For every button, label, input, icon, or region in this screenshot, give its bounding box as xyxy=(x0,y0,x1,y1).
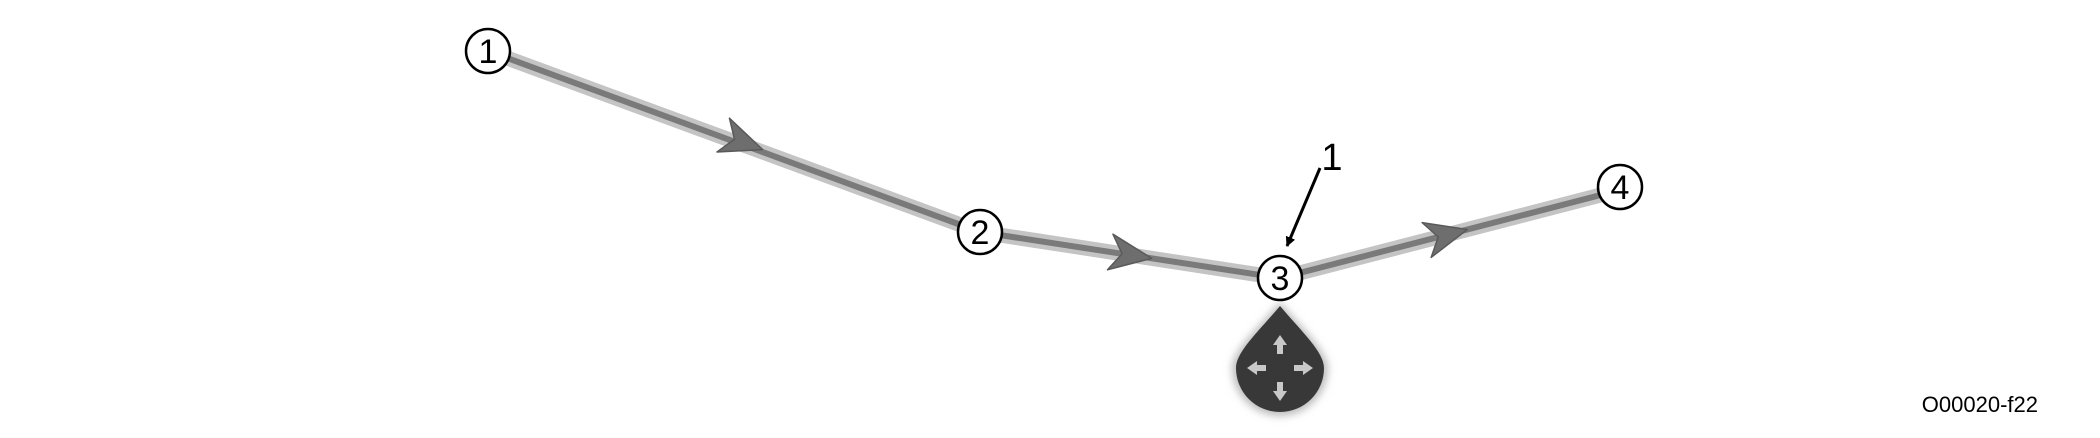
waypoint-circle[interactable] xyxy=(464,27,512,75)
direction-arrow-icon xyxy=(716,117,764,153)
waypoint-1[interactable]: 1 xyxy=(464,27,512,75)
move-handle[interactable] xyxy=(1232,302,1328,416)
callout-label: 1 xyxy=(1321,137,1342,179)
four-way-arrows-icon xyxy=(1247,335,1313,401)
waypoint-3[interactable]: 3 xyxy=(1256,254,1304,302)
callout: 1 xyxy=(1285,137,1343,247)
route-legs xyxy=(480,43,1628,286)
direction-arrow-icon xyxy=(1421,221,1469,259)
waypoint-4[interactable]: 4 xyxy=(1596,163,1644,211)
waypoint-circle[interactable] xyxy=(1596,163,1644,211)
figure-id: O00020-f22 xyxy=(1922,392,2038,417)
direction-arrow-icon xyxy=(1106,233,1153,271)
waypoints: 1 2 3 4 xyxy=(464,27,1644,302)
waypoint-circle[interactable] xyxy=(1256,254,1304,302)
direction-arrows xyxy=(716,117,1469,271)
waypoint-circle[interactable] xyxy=(956,208,1004,256)
waypoint-label: 4 xyxy=(1611,169,1630,207)
waypoint-label: 1 xyxy=(479,33,498,71)
move-handle-drop[interactable] xyxy=(1236,306,1324,412)
waypoint-label: 3 xyxy=(1271,260,1290,298)
waypoint-label: 2 xyxy=(971,214,990,252)
callout-leader-arrow xyxy=(1285,167,1322,247)
waypoint-2[interactable]: 2 xyxy=(956,208,1004,256)
